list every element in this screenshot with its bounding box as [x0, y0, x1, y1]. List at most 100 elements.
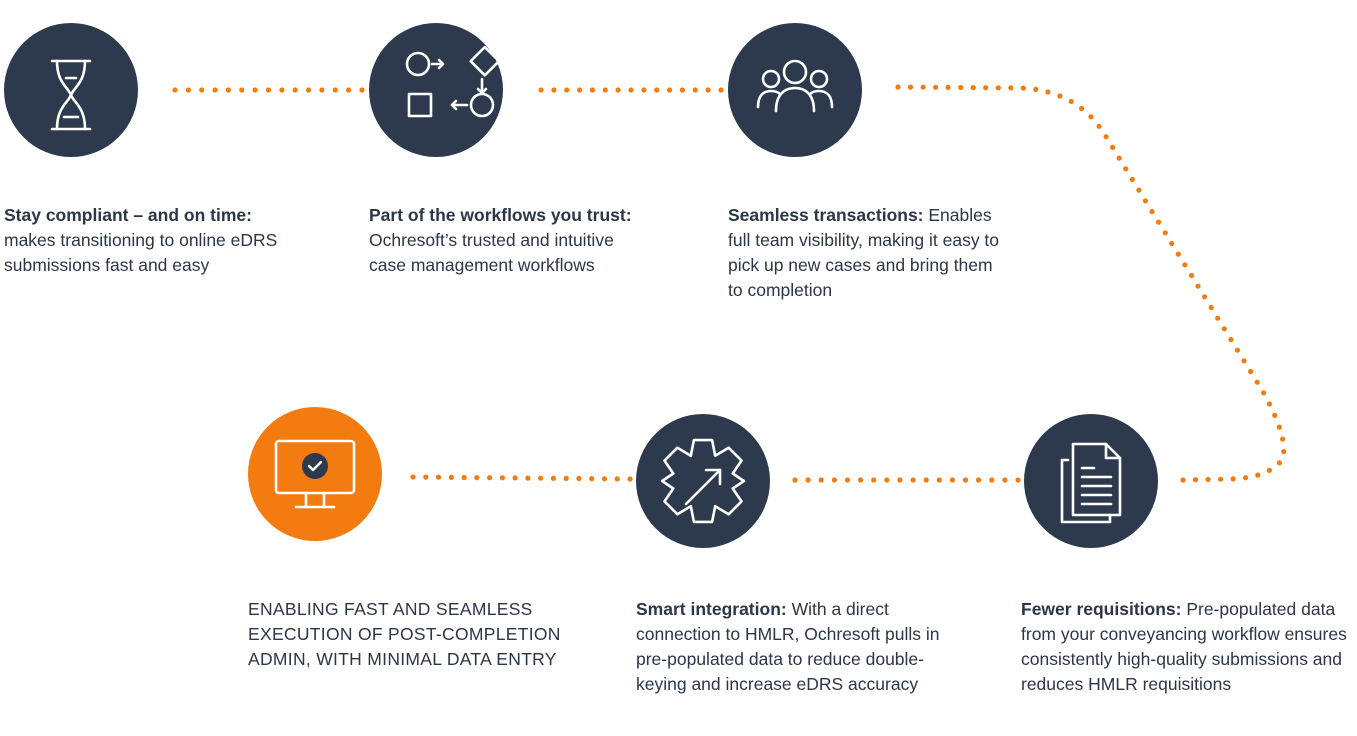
connector-dot — [1195, 283, 1201, 289]
connector-dot — [538, 475, 544, 481]
workflow-icon — [405, 45, 501, 118]
team-icon — [756, 59, 834, 113]
connector-dot — [1116, 155, 1122, 161]
connector-dot — [949, 477, 956, 483]
connector-dot — [1243, 475, 1249, 481]
connector-dot — [319, 87, 325, 93]
connector-dot — [1202, 294, 1208, 300]
connector-dot — [601, 476, 608, 482]
step-5-text: With a direct connection to HMLR, Ochres… — [636, 599, 940, 694]
connector-dot — [627, 476, 633, 482]
connector-dot — [792, 477, 798, 483]
step-1-circle — [4, 23, 138, 157]
connector-dot — [589, 87, 596, 93]
connector-dot — [423, 474, 429, 480]
hourglass-icon — [50, 59, 92, 131]
connector-dot — [615, 87, 621, 93]
connector-dot — [576, 475, 582, 482]
connector-dot — [1088, 114, 1094, 120]
connector-dot — [962, 477, 969, 483]
connector-dot — [679, 87, 686, 93]
connector-dot — [1149, 208, 1155, 215]
connector-dot — [306, 87, 312, 93]
connector-dot — [1103, 134, 1109, 140]
connector-dot — [589, 476, 595, 482]
connector-dot — [945, 84, 951, 90]
connector-dot — [920, 84, 926, 90]
connector-dot — [667, 87, 673, 93]
connector-dot — [1188, 272, 1195, 279]
connector-dot — [1156, 219, 1162, 225]
step-4-text: Pre-populated data from your conveyancin… — [1021, 599, 1347, 694]
connector-dot — [1272, 412, 1278, 418]
connector-dot — [410, 474, 416, 480]
connector-dot — [718, 87, 724, 93]
connector-dot — [1248, 368, 1254, 375]
connector-dot — [1002, 477, 1008, 483]
connector-dot — [1276, 460, 1282, 466]
step-3-description: Seamless transactions: Enables full team… — [728, 203, 1008, 303]
connector-dot — [705, 87, 711, 93]
connector-dot — [461, 474, 467, 481]
connector-dot — [897, 477, 903, 483]
connector-dot — [499, 475, 505, 481]
connector-dot — [346, 87, 352, 93]
connector-dot — [1045, 89, 1051, 95]
connector-dot — [923, 477, 929, 483]
step-4-description: Fewer requisitions: Pre-populated data f… — [1021, 597, 1351, 697]
connector-dot — [448, 474, 454, 480]
connector-dot — [602, 87, 608, 93]
step-4-title: Fewer requisitions: — [1021, 599, 1182, 619]
connector-dot — [1208, 304, 1214, 311]
connector-dot — [983, 85, 989, 91]
connector-dot — [1057, 93, 1063, 99]
step-2-circle — [369, 23, 503, 157]
documents-icon — [1060, 442, 1122, 524]
step-3-circle — [728, 23, 862, 157]
connector-dot — [1234, 347, 1241, 353]
connector-dot — [628, 87, 634, 93]
connector-dot — [225, 87, 231, 93]
connector-dot — [474, 475, 480, 481]
gear-arrow-icon — [660, 438, 746, 524]
step-1-text: makes transitioning to online eDRS submi… — [4, 230, 278, 275]
connector-dot — [858, 477, 864, 483]
connector-dot — [1033, 86, 1039, 92]
connector-dot — [1123, 166, 1129, 172]
connector-dot — [641, 87, 647, 93]
connector-dot — [1182, 262, 1188, 268]
step-6-text: ENABLING FAST AND SEAMLESS EXECUTION OF … — [248, 599, 561, 669]
connector-dot — [564, 87, 570, 93]
step-5-description: Smart integration: With a direct connect… — [636, 597, 966, 697]
connector-dot — [1192, 477, 1199, 483]
connector-dot — [989, 477, 995, 483]
step-2-title: Part of the workflows you trust: — [369, 205, 632, 225]
connector-dot — [1261, 390, 1267, 396]
connector-dot — [818, 477, 824, 483]
connector-dot — [292, 87, 298, 93]
connector-dot — [1218, 476, 1224, 482]
connector-dot — [185, 87, 191, 93]
connector-dot — [958, 84, 964, 91]
connector-dot — [538, 87, 544, 93]
step-3-title: Seamless transactions: — [728, 205, 924, 225]
connector-dot — [1215, 315, 1221, 321]
connector-dot — [1142, 198, 1148, 204]
connector-dot — [1096, 123, 1102, 129]
connector-dot — [172, 87, 178, 93]
step-6-description: ENABLING FAST AND SEAMLESS EXECUTION OF … — [248, 597, 568, 672]
connector-dot — [1255, 472, 1261, 478]
connector-dot — [654, 87, 660, 93]
connector-dot — [1162, 230, 1168, 236]
connector-dot — [895, 84, 901, 90]
connector-dot — [577, 87, 583, 93]
connector-dot — [1079, 105, 1085, 112]
connector-dot — [933, 84, 939, 90]
connector-dot — [907, 84, 914, 90]
connector-dot — [1175, 251, 1181, 257]
monitor-check-icon — [274, 439, 356, 509]
connector-dot — [910, 477, 916, 483]
connector-dot — [550, 475, 557, 481]
connector-dot — [199, 87, 205, 93]
